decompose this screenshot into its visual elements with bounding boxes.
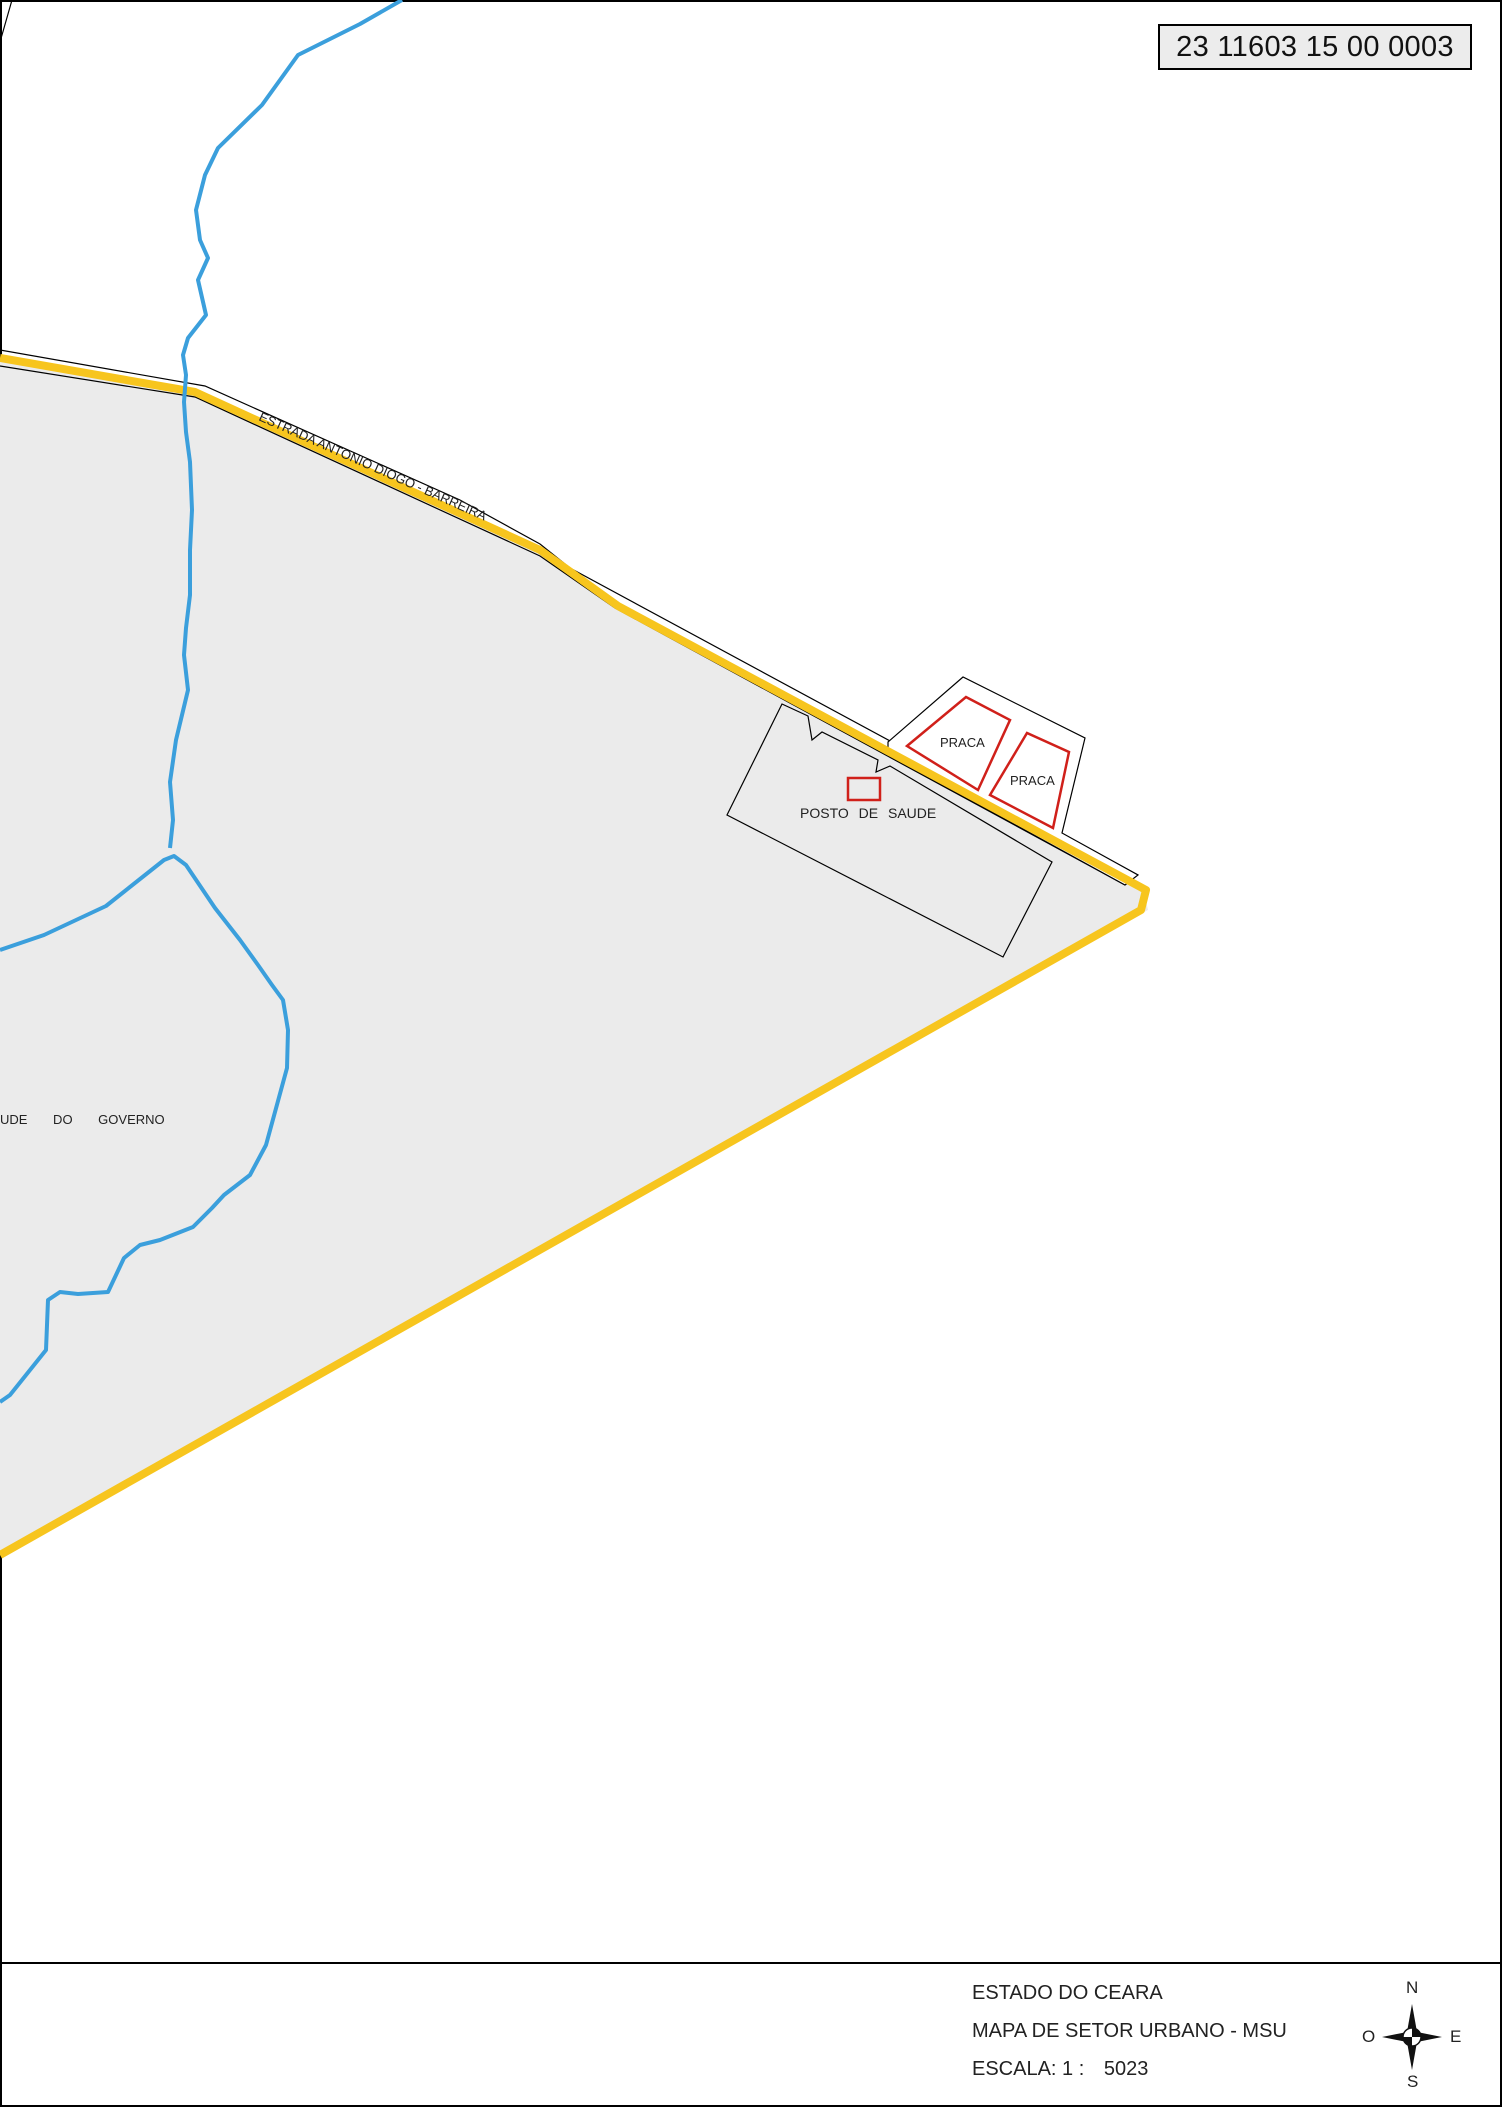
scale: ESCALA: 1 : 5023: [972, 2058, 1148, 2081]
compass-west: O: [1362, 2027, 1376, 2046]
state-name: ESTADO DO CEARA: [972, 1982, 1163, 2004]
posto-label: POSTO DE SAUDE: [800, 805, 936, 821]
sector-area[interactable]: [0, 358, 1148, 1555]
praca-2-outline[interactable]: [988, 731, 1071, 830]
praca-1-outline[interactable]: [904, 695, 1012, 792]
compass-east: E: [1450, 2027, 1462, 2046]
scale-label: ESCALA: 1 :: [972, 2058, 1085, 2080]
compass-rose: N S E O: [1352, 1978, 1472, 2092]
river-branch: [0, 854, 290, 1404]
compass-south: S: [1407, 2072, 1419, 2091]
map-footer: ESTADO DO CEARA MAPA DE SETOR URBANO - M…: [0, 1962, 1502, 2107]
map-canvas[interactable]: ESTRADA ANTONIO DIOGO - BARREIRA PRACA P…: [0, 0, 1502, 1960]
boundary-line-top-left: [0, 0, 13, 43]
sector-code: 23 11603 15 00 0003: [1176, 30, 1454, 63]
sector-code-box: 23 11603 15 00 0003: [1158, 24, 1472, 70]
compass-north: N: [1406, 1978, 1419, 1997]
praca-1-label: PRACA: [940, 735, 985, 750]
road-edge-north: [0, 349, 1139, 876]
sector-boundary: [0, 354, 1150, 1559]
praca-2-label: PRACA: [1010, 773, 1055, 788]
scale-value: 5023: [1103, 2058, 1149, 2080]
map-type: MAPA DE SETOR URBANO - MSU: [972, 2020, 1287, 2042]
posto-building[interactable]: [846, 776, 882, 802]
river-main: [168, 0, 403, 849]
posto-block[interactable]: [726, 703, 1053, 958]
district-label: UDE DO GOVERNO: [0, 1112, 165, 1127]
compass-rose-icon: [1382, 2004, 1442, 2070]
